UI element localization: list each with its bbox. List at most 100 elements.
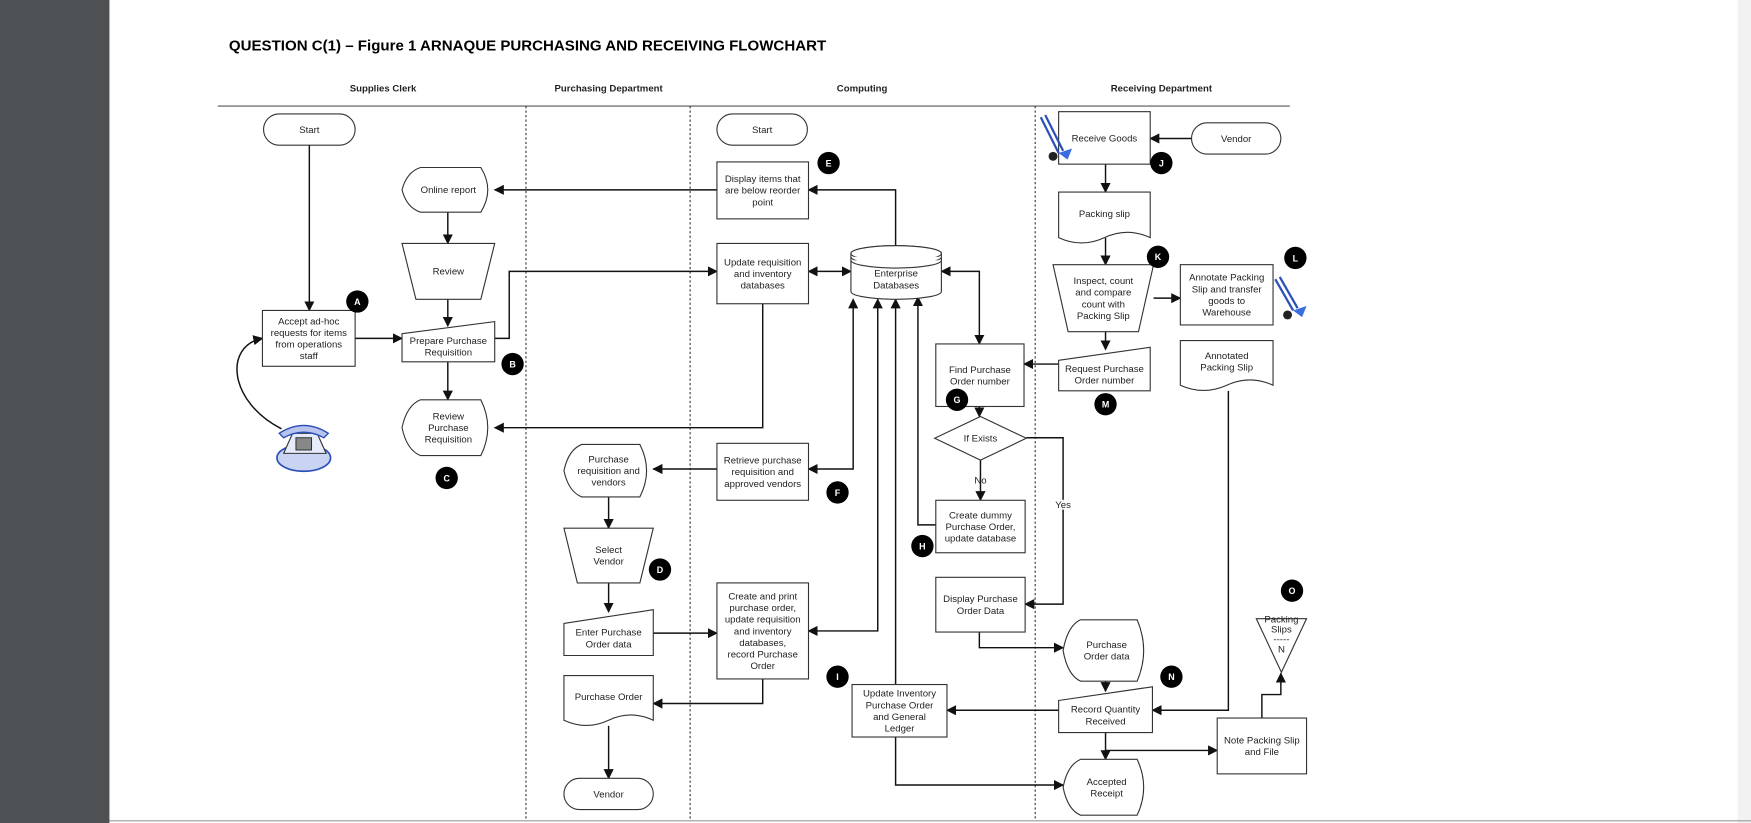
lane-header-purchasing: Purchasing Department (554, 84, 663, 95)
label-line: Find Purchase (949, 365, 1011, 376)
label-line: Display Purchase (943, 594, 1018, 605)
label-line: record Purchase (728, 650, 798, 661)
step-marker-a: A (346, 290, 369, 313)
packing-slip-label: Packing slip (1079, 209, 1130, 220)
label-line: Retrieve purchase (724, 456, 802, 467)
label-line: and File (1245, 747, 1279, 758)
label-line: Display items that (725, 174, 801, 185)
if-exists-label: If Exists (964, 434, 998, 445)
label-line: Databases (873, 280, 919, 291)
label-line: Record Quantity (1071, 705, 1141, 716)
label-line: Order number (950, 376, 1011, 387)
edge-db-find-po (940, 266, 985, 345)
label-line: Order (750, 661, 775, 672)
label-line: Review (433, 411, 465, 422)
step-marker-j: J (1150, 151, 1173, 175)
label-line: and General (873, 712, 926, 723)
label-line: Note Packing Slip (1224, 735, 1300, 746)
label-line: Select (595, 545, 622, 556)
label-line: Order data (1084, 652, 1131, 663)
edge-prepare-to-update-req (494, 266, 718, 340)
label-line: databases, (739, 638, 786, 649)
svg-text:E: E (826, 158, 832, 168)
label-line: update requisition (725, 615, 801, 626)
step-marker-d: D (648, 558, 672, 581)
label-line: Review (433, 267, 465, 278)
label-line: Prepare Purchase (410, 336, 487, 347)
svg-text:G: G (954, 395, 961, 405)
label-line: Enterprise (874, 269, 918, 280)
label-line: Online report (421, 185, 477, 196)
label-line: Purchase Order (866, 700, 935, 711)
vendor-receiving-terminator: Vendor (1190, 122, 1282, 155)
label-line: Slip and transfer (1192, 284, 1263, 295)
label-line: and inventory (734, 269, 792, 280)
step-marker-i: I (826, 665, 849, 688)
label-line: N (1278, 645, 1285, 656)
label-line: update database (945, 533, 1017, 544)
label-line: If Exists (964, 434, 998, 445)
svg-text:D: D (657, 565, 664, 575)
figure-title: QUESTION C(1) – Figure 1 ARNAQUE PURCHAS… (229, 37, 827, 54)
label-line: databases (741, 281, 785, 292)
label-line: Purchase (428, 423, 469, 434)
svg-text:J: J (1159, 158, 1164, 168)
page-edge (1737, 0, 1751, 823)
lane-header-supplies-clerk: Supplies Clerk (350, 84, 417, 95)
svg-text:O: O (1289, 586, 1296, 596)
online-report-display: Online report (401, 166, 489, 213)
svg-text:A: A (354, 297, 361, 307)
packing-slip-document: Packing slip (1058, 191, 1151, 244)
edge-phone-to-accept (236, 335, 282, 430)
edge-retrieve-db (807, 298, 859, 475)
label-line: and inventory (734, 626, 792, 637)
step-marker-k: K (1146, 245, 1170, 269)
label-line: Purchase (1086, 640, 1127, 651)
label-line: purchase order, (729, 603, 796, 614)
label-line: Start (299, 125, 320, 136)
label-line: Requisition (425, 348, 472, 359)
label-line: Slips (1271, 625, 1292, 636)
label-line: Receive Goods (1072, 133, 1138, 144)
start-computing-label: Start (752, 125, 773, 136)
label-line: Enter Purchase (576, 628, 642, 639)
label-line: Ledger (885, 724, 916, 735)
svg-text:M: M (1102, 400, 1109, 410)
label-line: requisition and (577, 466, 639, 477)
vendor-receiving-label: Vendor (1221, 134, 1252, 145)
svg-text:H: H (919, 541, 925, 551)
svg-text:C: C (443, 473, 450, 483)
vendor-purchasing-terminator: Vendor (563, 777, 654, 811)
label-line: Requisition (425, 435, 472, 446)
label-line: Update requisition (724, 257, 801, 268)
label-line: Purchase Order, (946, 522, 1016, 533)
label-line: Inspect, count (1073, 276, 1133, 287)
step-marker-e: E (817, 151, 840, 175)
label-line: Order data (586, 639, 633, 650)
svg-text:L: L (1293, 253, 1299, 263)
label-line: count with (1082, 299, 1125, 310)
edge-update-inv-to-accepted (894, 737, 1065, 791)
